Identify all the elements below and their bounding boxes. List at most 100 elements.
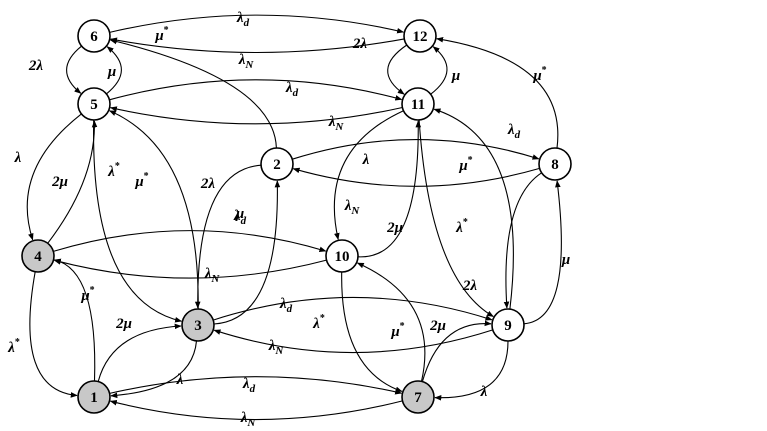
edge-label-7-10: μ* [390, 321, 404, 340]
edge-label-3-1: λ [176, 372, 184, 388]
edge-2-6 [109, 38, 277, 149]
edge-label-6-5: 2λ [28, 58, 44, 74]
edge-5-6 [106, 46, 122, 95]
edge-12-11 [387, 44, 408, 95]
edge-11-10 [333, 110, 404, 241]
state-label-5: 5 [90, 97, 98, 113]
edge-label-9-3: λN [268, 338, 285, 357]
edge-1-4 [53, 258, 96, 382]
state-node-6: 6 [77, 19, 111, 53]
state-circle-2 [260, 147, 294, 181]
state-circle-5 [77, 87, 111, 121]
edge-label-1-4: μ* [80, 285, 94, 304]
edge-7-1 [109, 400, 403, 421]
edge-label-9-7: λ [480, 384, 488, 400]
state-node-4: 4 [21, 239, 55, 273]
edge-12-6 [110, 37, 405, 54]
edge-5-11 [109, 79, 403, 101]
edge-label-8-9: 2λ [462, 278, 478, 294]
state-label-4: 4 [34, 249, 42, 265]
edge-6-5 [66, 45, 82, 94]
state-circle-1 [77, 380, 111, 414]
state-label-12: 12 [413, 29, 428, 45]
edge-11-12 [430, 46, 448, 95]
edge-label-5-3: λ* [107, 161, 120, 180]
state-node-12: 12 [403, 19, 437, 53]
edge-label-3-9: λd [279, 296, 293, 315]
edge-label-9-11: μ* [458, 155, 472, 174]
edge-7-10 [356, 262, 426, 382]
state-node-2: 2 [260, 147, 294, 181]
state-label-7: 7 [414, 390, 422, 406]
edge-1-3 [97, 323, 182, 382]
edge-label-8-2: λN [344, 198, 361, 217]
edge-8-9 [503, 172, 542, 309]
state-circle-11 [401, 87, 435, 121]
edge-9-7 [434, 340, 509, 401]
edge-label-11-12: μ [451, 68, 460, 84]
edge-7-9 [421, 320, 492, 382]
edge-3-1 [110, 340, 198, 399]
edge-10-4 [53, 259, 327, 279]
state-circle-9 [491, 308, 525, 342]
edge-9-3 [213, 329, 493, 354]
edge-label-10-7: λ* [312, 313, 325, 332]
edge-8-2 [292, 167, 540, 187]
state-circle-8 [538, 147, 572, 181]
state-circle-12 [403, 19, 437, 53]
edge-2-8 [292, 138, 540, 160]
state-label-9: 9 [504, 318, 512, 334]
edge-label-5-11: λd [285, 80, 299, 99]
edge-10-7 [341, 271, 403, 392]
edge-label-5-4: λ [14, 150, 22, 166]
state-label-6: 6 [90, 29, 98, 45]
state-node-3: 3 [181, 308, 215, 342]
edge-label-5-6: μ [107, 64, 116, 80]
edge-label-11-10: λ [362, 152, 370, 168]
edge-9-11 [433, 108, 514, 310]
edge-label-9-8: μ [561, 252, 570, 268]
state-circle-4 [21, 239, 55, 273]
edge-11-9 [418, 119, 494, 317]
edge-5-3 [93, 119, 183, 323]
edge-label-10-11: 2μ [386, 220, 403, 236]
state-circle-10 [325, 239, 359, 273]
edge-label-7-9: 2μ [429, 318, 446, 334]
edge-9-8 [523, 180, 562, 325]
edge-label-1-7: λd [242, 376, 256, 395]
edge-label-3-5: μ* [134, 171, 148, 190]
state-node-11: 11 [401, 87, 435, 121]
edge-label-1-3: 2μ [115, 316, 132, 332]
edge-label-8-12: μ* [532, 65, 546, 84]
edge-label-2-6: μ* [154, 25, 168, 44]
state-node-9: 9 [491, 308, 525, 342]
edge-label-4-10: λd [233, 208, 247, 227]
state-label-3: 3 [194, 318, 202, 334]
edge-10-11 [357, 120, 422, 258]
edge-label-6-12: λd [236, 10, 250, 29]
edge-layer [26, 14, 562, 421]
edge-8-12 [436, 36, 559, 149]
edge-3-2 [213, 180, 281, 325]
edge-3-9 [213, 296, 493, 321]
state-label-8: 8 [551, 157, 559, 173]
state-node-8: 8 [538, 147, 572, 181]
state-label-2: 2 [273, 157, 281, 173]
edge-label-11-5: λN [328, 114, 345, 133]
edge-label-11-9: λ* [455, 217, 468, 236]
edge-label-2-8: λd [507, 122, 521, 141]
edge-6-12 [109, 14, 405, 34]
edge-label-12-11: 2λ [352, 36, 368, 52]
edge-5-4 [26, 113, 82, 241]
edge-4-1 [29, 271, 78, 398]
edge-label-4-5: 2μ [51, 174, 68, 190]
edge-3-5 [108, 110, 199, 310]
state-label-11: 11 [411, 97, 425, 113]
state-circle-3 [181, 308, 215, 342]
edge-2-3 [194, 164, 262, 309]
edge-4-10 [53, 230, 327, 252]
edge-11-5 [109, 106, 403, 125]
